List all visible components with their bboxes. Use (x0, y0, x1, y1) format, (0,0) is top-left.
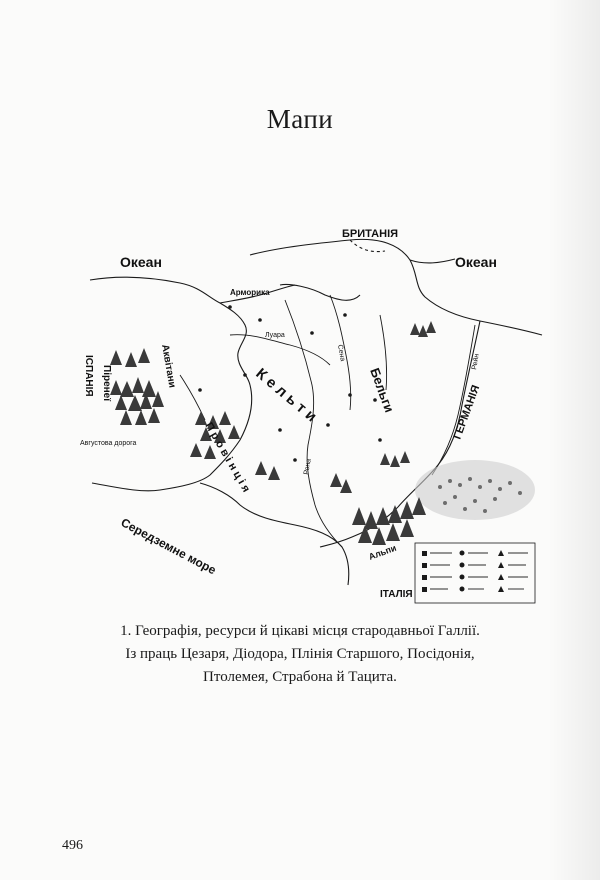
caption-line-1: 1. Географія, ресурси й цікаві місця ста… (120, 623, 480, 639)
britain-label: БРИТАНІЯ (342, 228, 398, 240)
gaul-map: Океан Океан БРИТАНІЯ Арморика К е л ь т … (80, 225, 550, 625)
tin-icon (498, 562, 504, 568)
page-number: 496 (62, 838, 83, 853)
rhine-label: Рейн (470, 353, 481, 370)
loire-label: Луара (265, 332, 285, 339)
horse-icon (459, 586, 465, 592)
camp-icon (422, 575, 427, 580)
pyrenees-mountains (110, 348, 164, 425)
shrine-icon (498, 586, 504, 592)
central-mountains (190, 411, 280, 480)
germany-label: ГЕРМАНІЯ (452, 383, 483, 441)
map-caption: 1. Географія, ресурси й цікаві місця ста… (60, 620, 540, 689)
settlements (198, 305, 382, 462)
rhone-label: Рона (303, 458, 313, 475)
map-legend (414, 542, 536, 604)
belgae-label: Бельги (367, 366, 397, 415)
mine-icon (422, 551, 427, 556)
page-edge-shadow (548, 0, 600, 880)
spain-label: ІСПАНІЯ (83, 355, 94, 397)
german-forest (415, 460, 535, 520)
gaul-map-svg: Океан Океан БРИТАНІЯ Арморика К е л ь т … (80, 228, 543, 604)
sheep-icon (459, 574, 465, 580)
rhine-river (431, 324, 476, 476)
wine-icon (498, 550, 504, 556)
rivers (179, 294, 476, 548)
armorica-label: Арморика (230, 288, 270, 297)
augustan-road-label: Августова дорога (80, 440, 137, 447)
aquitani-label: Аквітани (159, 344, 177, 389)
seine-label: Сена (336, 344, 346, 362)
ocean-east-label: Океан (455, 254, 497, 270)
alps-mountains (330, 473, 426, 545)
north-mountains (380, 321, 436, 467)
ocean-west-label: Океан (120, 254, 162, 270)
forest-icon (498, 574, 504, 580)
boar-icon (459, 562, 465, 568)
ford-icon (422, 587, 427, 592)
section-title: Мапи (266, 104, 334, 134)
caption-line-2: Із праць Цезаря, Діодора, Плінія Старшог… (125, 646, 475, 662)
alps-label: Альпи (367, 543, 397, 562)
caption-line-3: Птолемея, Страбона й Тацита. (203, 669, 397, 685)
salt-icon (422, 563, 427, 568)
italy-label: ІТАЛІЯ (380, 589, 413, 600)
rhone-river (284, 299, 343, 548)
loire-river (229, 334, 331, 366)
pyrenees-label: Піренеї (101, 365, 112, 401)
mediterranean-label: Середземне море (119, 515, 219, 577)
grain-icon (459, 550, 465, 556)
